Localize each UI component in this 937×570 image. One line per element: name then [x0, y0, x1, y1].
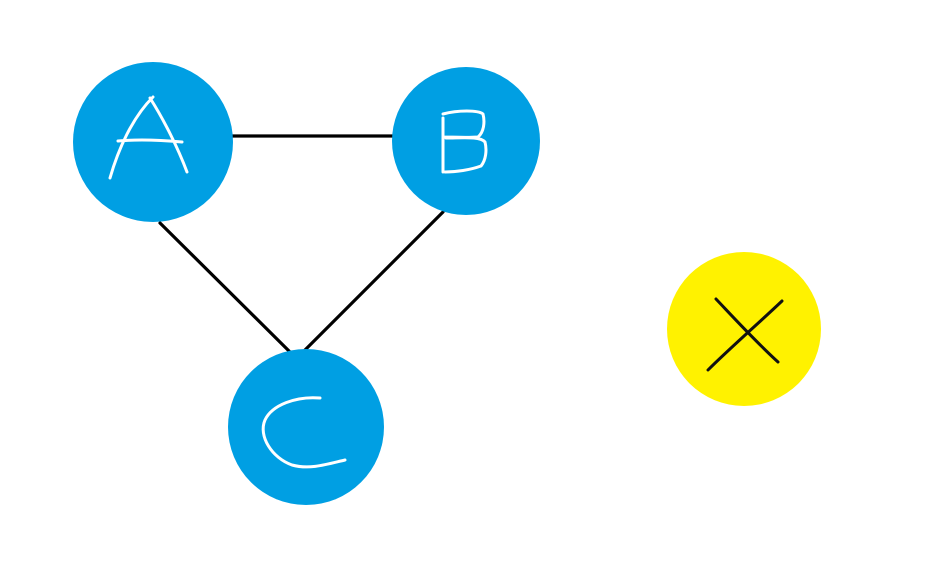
edges	[158, 134, 445, 354]
node-a-circle	[73, 62, 233, 222]
node-c[interactable]: C	[228, 349, 384, 505]
node-b-circle	[392, 67, 540, 215]
node-c-circle	[228, 349, 384, 505]
node-b-glyph	[441, 109, 488, 174]
node-x-glyph	[706, 297, 784, 372]
edge-b-c	[303, 210, 445, 352]
node-c-glyph	[261, 396, 347, 469]
node-x[interactable]: X	[667, 252, 821, 406]
node-a[interactable]: A	[73, 62, 233, 222]
edge-a-c	[158, 221, 292, 354]
node-a-glyph	[108, 95, 189, 180]
node-b[interactable]: B	[392, 67, 540, 215]
